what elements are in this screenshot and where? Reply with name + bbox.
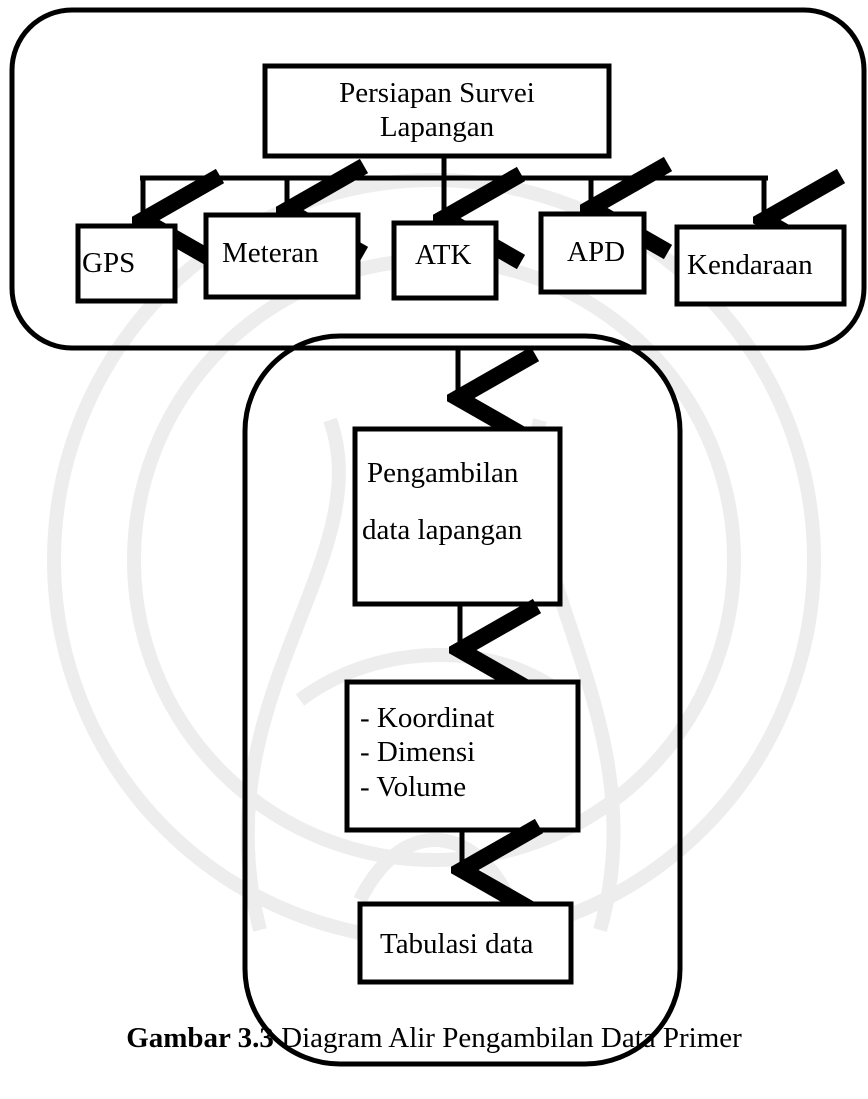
gps-box	[75, 223, 178, 304]
atk-box	[391, 220, 499, 301]
meteran-box	[203, 212, 361, 300]
figure-caption: Gambar 3.3 Diagram Alir Pengambilan Data…	[0, 1022, 868, 1055]
equipment-kendaraan: Kendaraan	[687, 249, 813, 281]
data-item-dimensi: - Dimensi	[360, 736, 476, 768]
field-data-frame	[242, 333, 683, 1067]
data-item-volume: - Volume	[360, 771, 467, 803]
apd-box	[538, 211, 647, 295]
top-box	[262, 63, 612, 159]
collect-box	[352, 426, 563, 607]
survey-prep-frame	[9, 7, 867, 351]
top-box-label-line2: Lapangan	[379, 111, 495, 143]
kendaraan-box	[674, 224, 847, 307]
data-items-box	[344, 679, 581, 833]
collect-label-line1: Pengambilan	[367, 457, 519, 489]
tabulation-box	[357, 901, 574, 985]
data-item-koordinat: - Koordinat	[360, 702, 495, 734]
equipment-meteran: Meteran	[222, 237, 319, 269]
caption-number: Gambar 3.3	[126, 1022, 274, 1054]
equipment-gps: GPS	[82, 247, 136, 279]
equipment-atk: ATK	[415, 239, 472, 271]
equipment-apd: APD	[567, 236, 626, 268]
caption-text: Diagram Alir Pengambilan Data Primer	[273, 1022, 742, 1054]
tabulation-label: Tabulasi data	[380, 928, 534, 960]
top-box-label-line1: Persiapan Survei	[339, 77, 535, 109]
collect-label-line2: data lapangan	[362, 514, 523, 546]
